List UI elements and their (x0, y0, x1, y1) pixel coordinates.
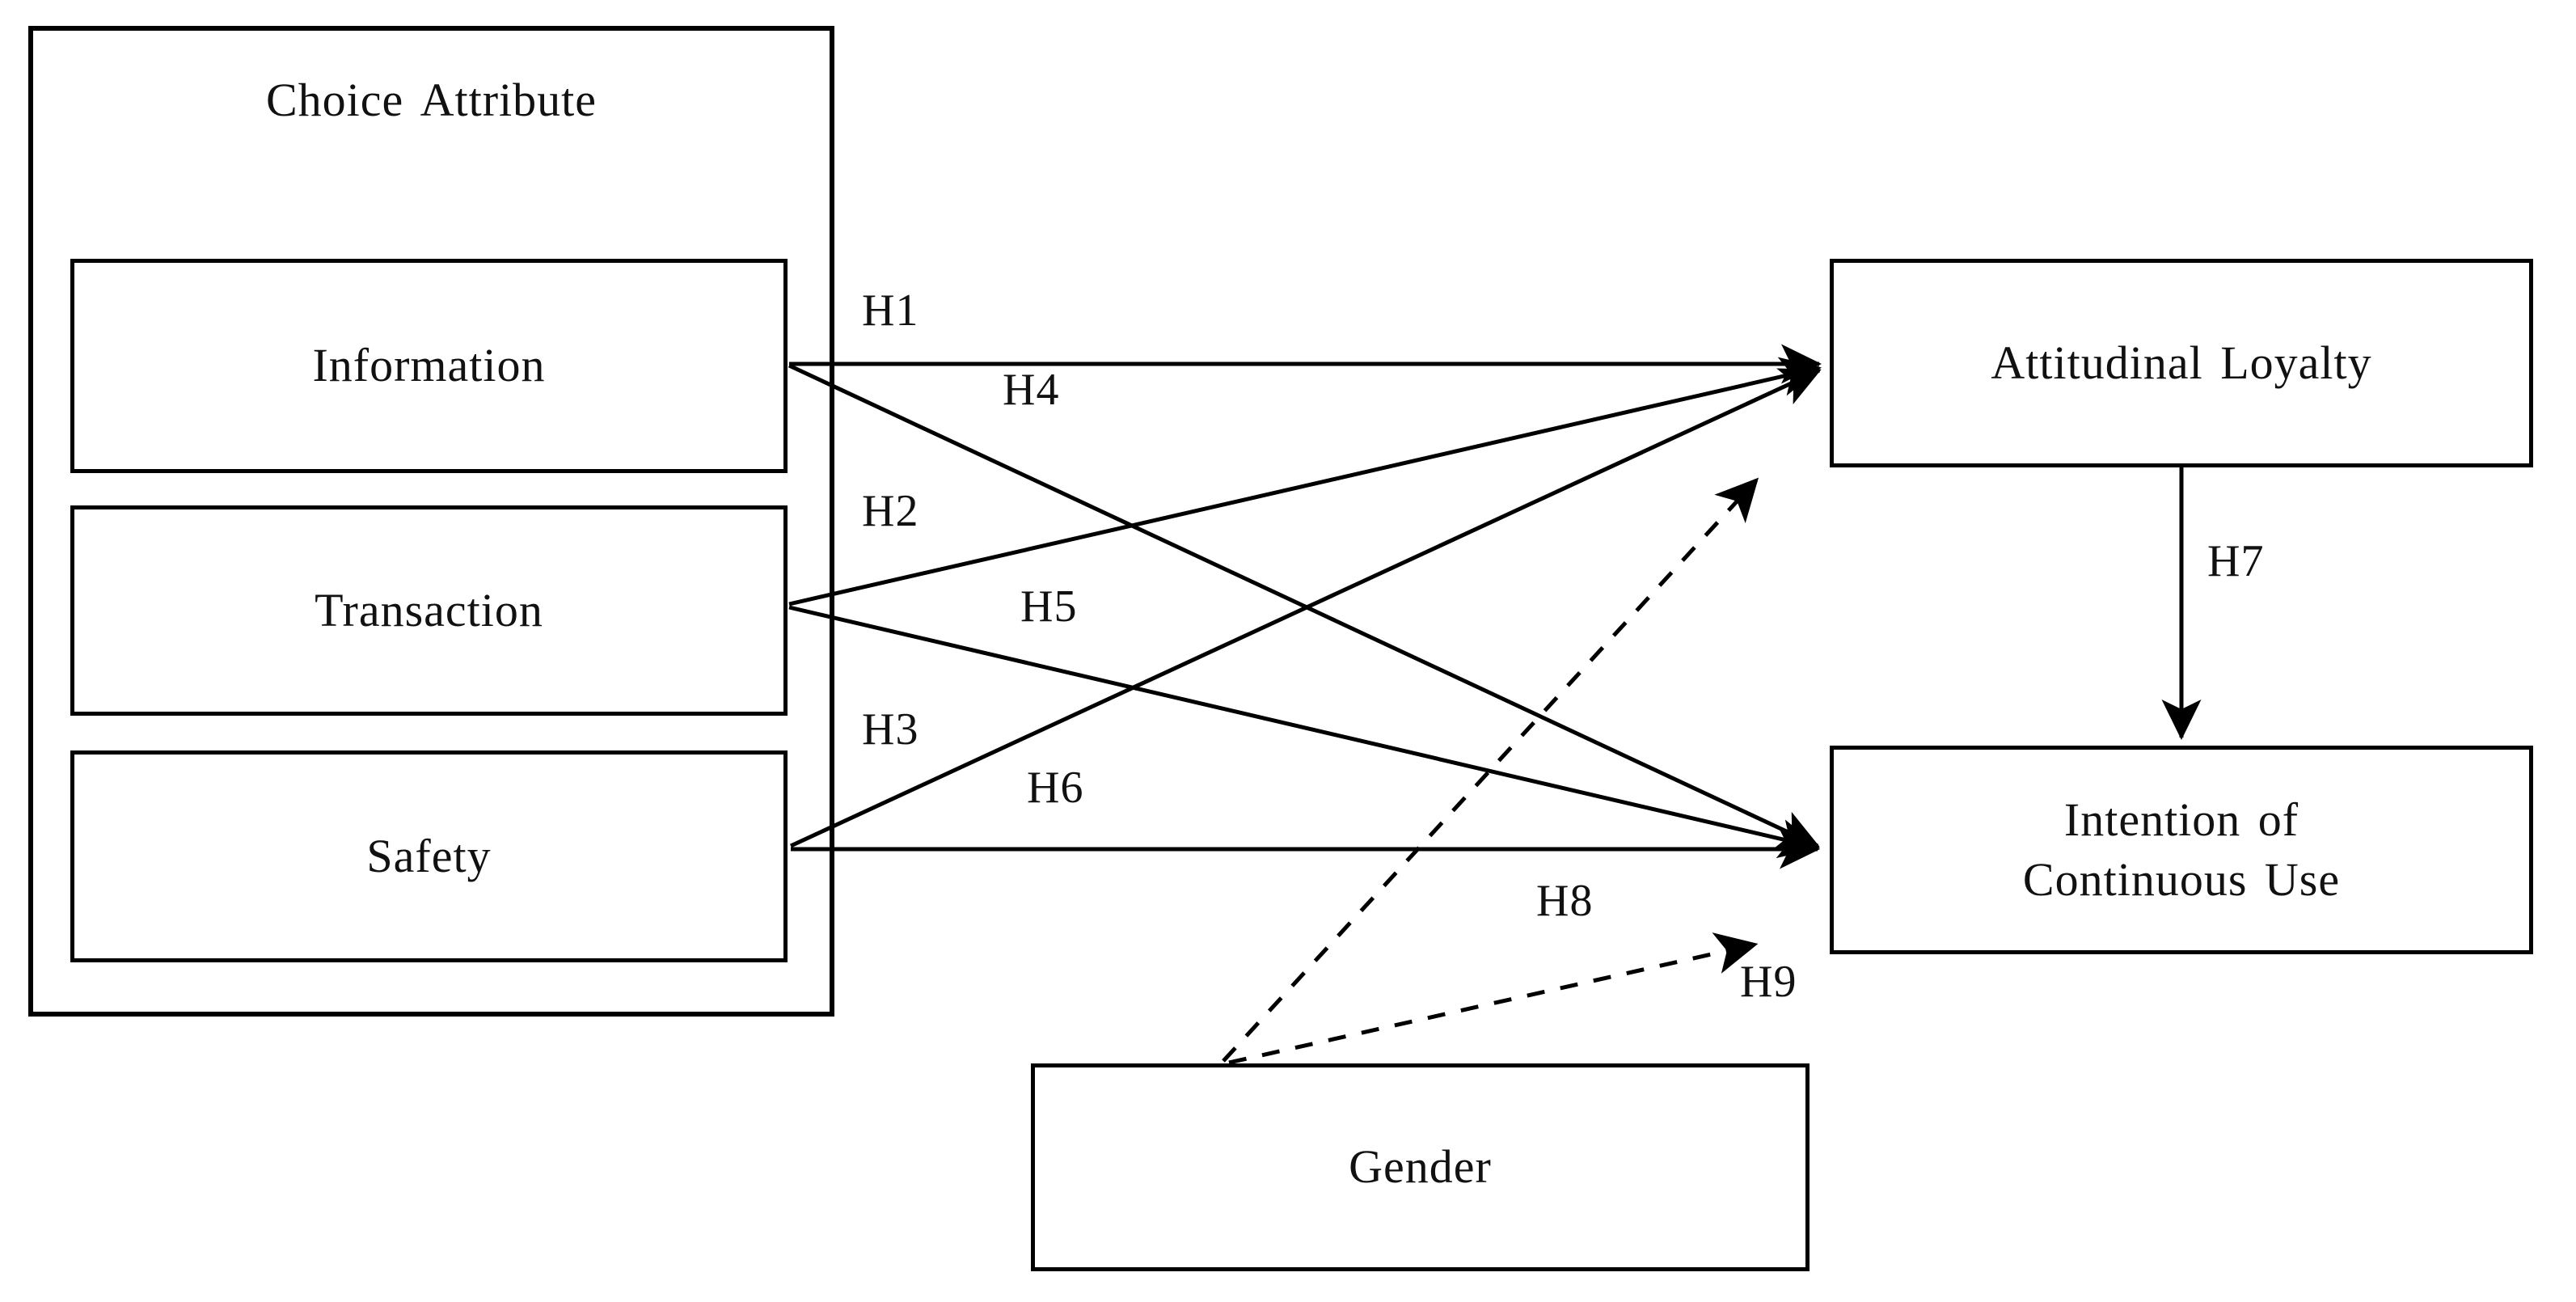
hypothesis-label-h5: H5 (1020, 581, 1078, 632)
hypothesis-label-h4: H4 (1003, 365, 1060, 415)
node-information-label: Information (312, 339, 546, 392)
hypothesis-label-h9: H9 (1740, 957, 1797, 1007)
node-safety[interactable]: Safety (70, 750, 788, 962)
group-title: Choice Attribute (266, 74, 597, 126)
connector-h9 (1228, 932, 1759, 1065)
connector-h4 (788, 363, 1820, 848)
group-choice-attribute: Choice Attribute (28, 26, 834, 1017)
connector-h5 (788, 605, 1820, 859)
connector-h2 (788, 357, 1822, 607)
node-attitudinal-loyalty-label: Attitudinal Loyalty (1991, 336, 2372, 389)
hypothesis-label-h1: H1 (862, 285, 919, 336)
node-attitudinal-loyalty[interactable]: Attitudinal Loyalty (1830, 259, 2533, 467)
hypothesis-label-h8: H8 (1536, 876, 1594, 926)
node-transaction-label: Transaction (315, 583, 543, 636)
node-safety-label: Safety (366, 829, 492, 882)
connector-h8 (1222, 477, 1759, 1063)
node-intention-continuous-use[interactable]: Intention of Continuous Use (1830, 746, 2533, 954)
node-information[interactable]: Information (70, 259, 788, 473)
hypothesis-label-h3: H3 (862, 704, 919, 755)
node-intention-continuous-use-label: Intention of Continuous Use (2022, 793, 2341, 906)
node-gender[interactable]: Gender (1031, 1063, 1810, 1271)
hypothesis-label-h6: H6 (1027, 763, 1084, 813)
hypothesis-label-h2: H2 (862, 486, 919, 536)
hypothesis-label-h7: H7 (2207, 536, 2265, 586)
connector-h3 (789, 368, 1822, 848)
node-transaction[interactable]: Transaction (70, 505, 788, 716)
node-gender-label: Gender (1349, 1140, 1492, 1194)
